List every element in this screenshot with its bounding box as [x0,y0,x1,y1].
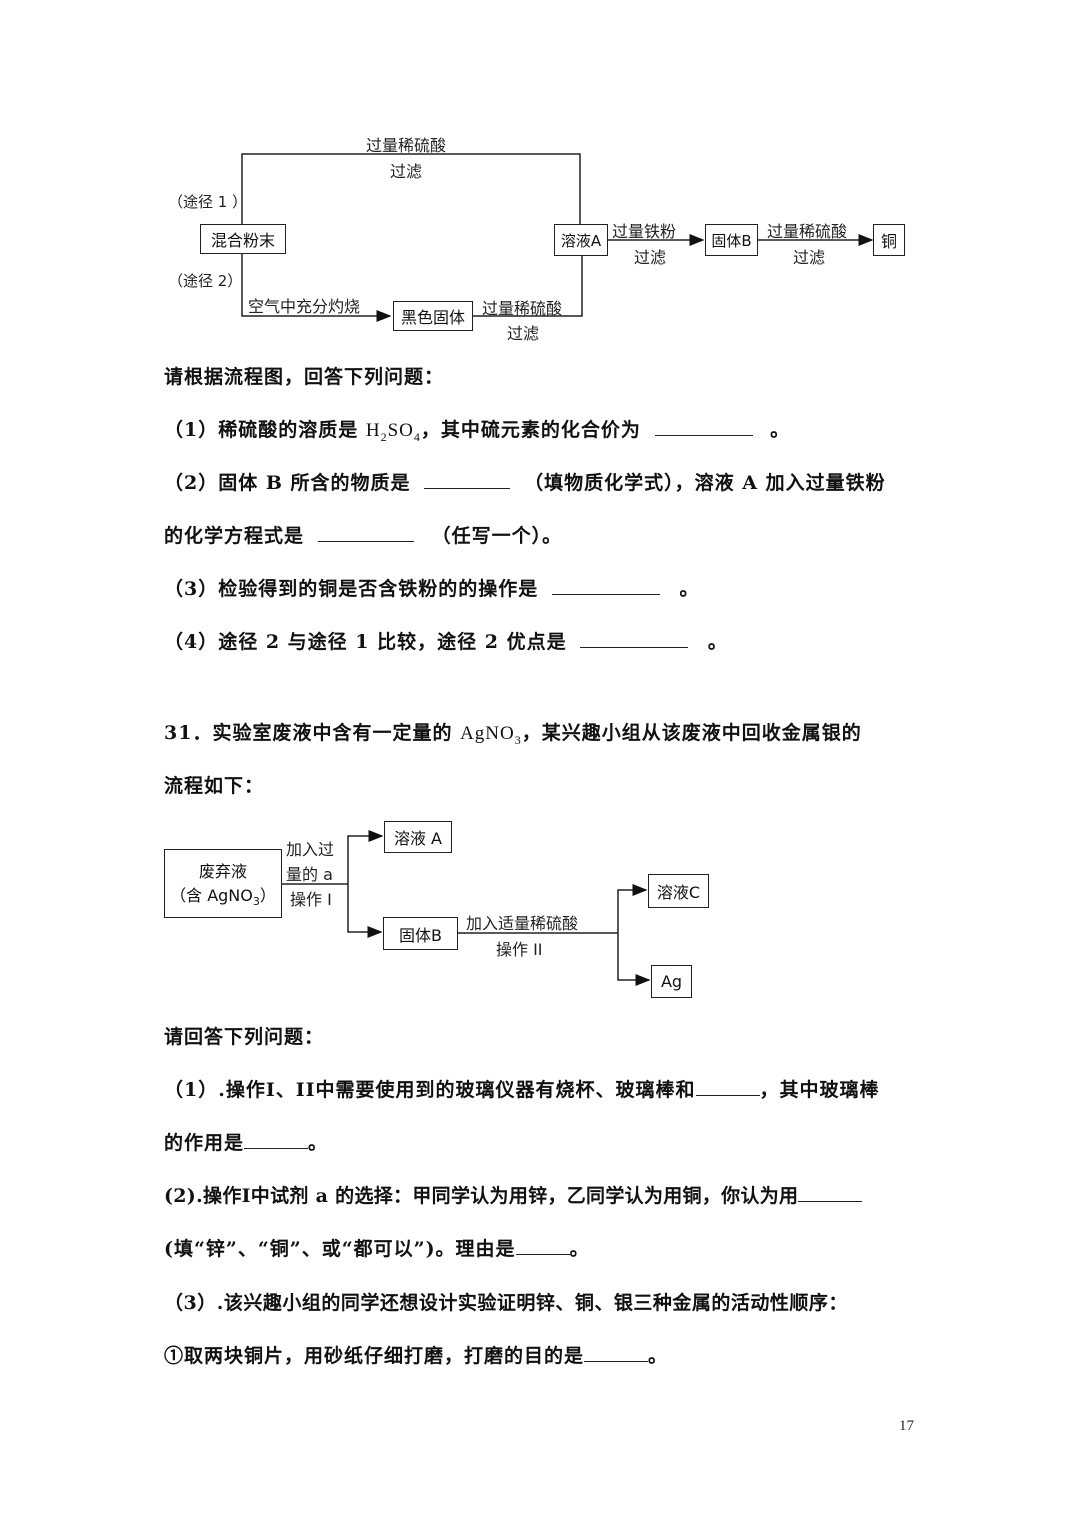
page-number: 17 [899,1418,914,1434]
iron-operation-label: 过滤 [634,248,667,267]
q31-question-2-cont: (填“锌”、“铜”、或“都可以”)。理由是。 [164,1236,590,1260]
node-solution-a: 溶液 A [384,821,452,853]
answer-blank-q31-2b[interactable] [515,1236,570,1255]
route1-operation-label: 过滤 [390,162,423,181]
route1-label: （途径 1 ） [168,193,248,211]
node-black-solid: 黑色固体 [393,301,473,331]
node-mixed-powder: 混合粉末 [200,224,286,254]
q31-question-2: (2).操作I中试剂 a 的选择：甲同学认为用锌，乙同学认为用铜，你认为用 [164,1181,863,1208]
answer-blank-q30-3[interactable] [551,576,660,595]
route2-operation-label: 过滤 [507,324,540,343]
acid-operation-label: 过滤 [793,248,826,267]
q31-stem-line1: 31．实验室废液中含有一定量的 AgNO3，某兴趣小组从该废液中回收金属银的 [164,722,862,747]
calcination-label: 空气中充分灼烧 [248,297,361,316]
step2-operation: 操作 II [496,940,543,959]
answer-blank-q31-2a[interactable] [798,1183,863,1202]
q31-question-1-cont: 的作用是。 [164,1130,329,1154]
node-waste-liquid: 废弃液 （含 AgNO3） [164,849,282,918]
node-solution-a: 溶液A [554,224,608,256]
answer-blank-q30-1[interactable] [654,417,753,436]
answer-blank-q30-2a[interactable] [424,470,511,489]
node-solid-b: 固体B [705,224,758,256]
q30-intro: 请根据流程图，回答下列问题： [164,366,445,388]
route1-reagent-label: 过量稀硫酸 [366,136,447,155]
flowchart-2-lines [282,830,651,986]
q30-question-2: （2）固体 B 所含的物质是 （填物质化学式），溶液 A 加入过量铁粉 [164,470,886,494]
node-silver: Ag [651,965,692,998]
answer-blank-q30-4[interactable] [580,629,689,648]
q31-intro: 请回答下列问题： [164,1026,325,1048]
step2-reagent: 加入适量稀硫酸 [466,914,579,933]
route2-label: （途径 2） [168,272,243,290]
q30-question-1: （1）稀硫酸的溶质是 H2SO4，其中硫元素的化合价为 。 [164,417,791,444]
node-solid-b: 固体B [383,917,458,950]
answer-blank-q31-1b[interactable] [244,1130,309,1149]
q30-question-2-cont: 的化学方程式是 （任写一个）。 [164,523,563,547]
q31-question-1: （1）.操作I、II中需要使用到的玻璃仪器有烧杯、玻璃棒和，其中玻璃棒 [164,1077,880,1101]
node-solution-c: 溶液C [648,874,709,908]
flowchart-1-lines [241,153,874,322]
answer-blank-q31-3[interactable] [584,1343,649,1362]
acid-reagent-label: 过量稀硫酸 [767,222,848,241]
answer-blank-q31-1a[interactable] [695,1077,760,1096]
iron-reagent-label: 过量铁粉 [612,222,677,241]
step1-operation: 操作 I [290,890,332,909]
q30-question-3: （3）检验得到的铜是否含铁粉的的操作是 。 [164,576,700,600]
node-copper: 铜 [873,224,905,256]
answer-blank-q30-2b[interactable] [317,523,414,542]
q30-question-4: （4）途径 2 与途径 1 比较，途径 2 优点是 。 [164,629,728,653]
q31-question-3-step1: ①取两块铜片，用砂纸仔细打磨，打磨的目的是。 [164,1343,669,1367]
step1-line2: 量的 a [286,865,333,884]
route2-reagent-label: 过量稀硫酸 [482,299,563,318]
step1-line1: 加入过 [286,840,335,859]
q31-question-3: （3）.该兴趣小组的同学还想设计实验证明锌、铜、银三种金属的活动性顺序： [164,1292,848,1314]
q31-stem-line2: 流程如下： [164,775,265,797]
